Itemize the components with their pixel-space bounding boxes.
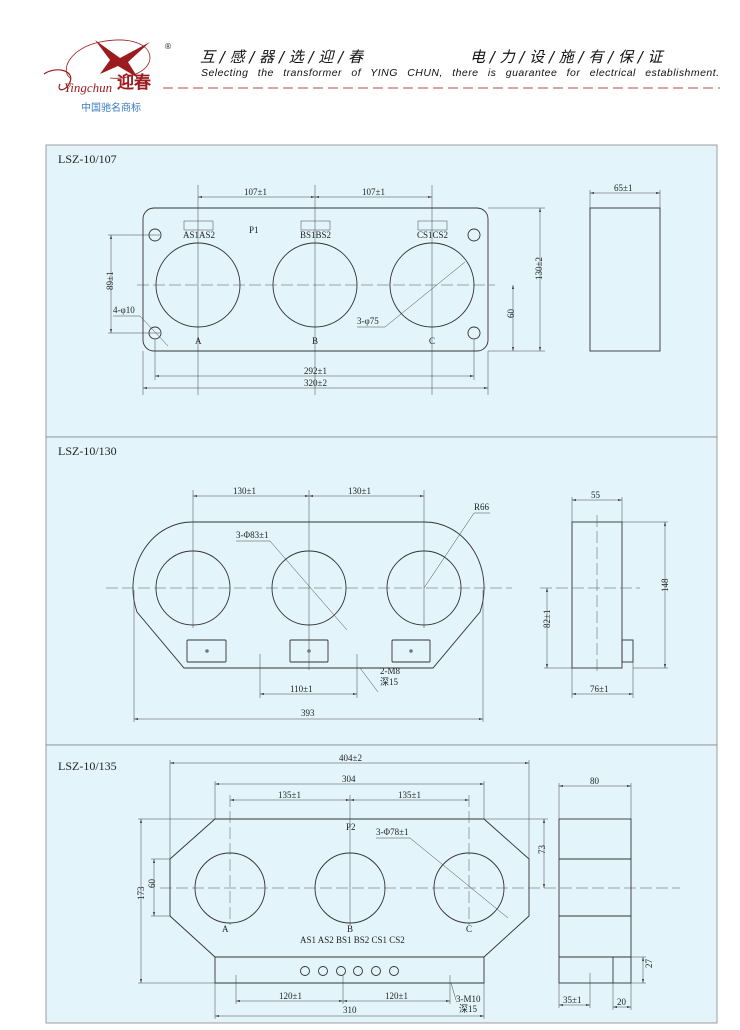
header: Yingchun 迎春 ® 互 / 感 / 器 / 选 / 迎 / 春 电 / … bbox=[43, 39, 720, 114]
panel-lsz-10-130: LSZ-10/130 130±1 130±1 3-Φ83±1 R66 110±1… bbox=[45, 436, 718, 746]
dim-pitch-right: 135±1 bbox=[398, 790, 421, 800]
dim-thread-depth: 深15 bbox=[380, 677, 399, 687]
dim-base-depth: 35±1 bbox=[563, 995, 581, 1005]
dim-thread-right: 120±1 bbox=[385, 991, 408, 1001]
side-view bbox=[558, 818, 632, 984]
dim-height: 130±2 bbox=[534, 257, 544, 280]
dim-pitch-left: 135±1 bbox=[278, 790, 301, 800]
phase-b-label: B bbox=[312, 336, 318, 346]
dim-center-height: 82±1 bbox=[542, 610, 552, 628]
phase-a-label: A bbox=[195, 336, 202, 346]
aperture-b bbox=[314, 852, 386, 924]
panel-lsz-10-107: LSZ-10/107 AS1AS2 BS1BS2 CS1CS2 P1 A B C… bbox=[45, 144, 718, 438]
dim-thread-depth: 深15 bbox=[459, 1004, 478, 1014]
terminal-label-c: CS1CS2 bbox=[417, 230, 448, 240]
terminal-label-a: AS1AS2 bbox=[183, 230, 215, 240]
dim-apertures: 3-φ75 bbox=[357, 316, 379, 326]
side-view bbox=[589, 207, 661, 352]
dim-depth: 80 bbox=[590, 776, 600, 786]
svg-text:Yingchun: Yingchun bbox=[64, 80, 112, 95]
dim-thread: 2-M8 bbox=[380, 666, 400, 676]
aperture-c bbox=[433, 852, 505, 924]
dim-depth: 55 bbox=[591, 490, 601, 500]
aperture-a bbox=[194, 852, 266, 924]
dim-depth-total: 76±1 bbox=[590, 684, 608, 694]
aperture-b bbox=[271, 550, 347, 626]
svg-text:迎春: 迎春 bbox=[117, 72, 151, 93]
dim-width: 393 bbox=[301, 708, 315, 718]
dim-hole-spacing: 292±1 bbox=[304, 366, 327, 376]
dim-width: 404±2 bbox=[339, 753, 362, 763]
dim-apertures: 3-Φ83±1 bbox=[236, 530, 269, 540]
aperture-c bbox=[389, 242, 475, 328]
aperture-b bbox=[272, 242, 358, 328]
panel-lsz-10-135: LSZ-10/135 P2 A B C AS1 AS2 BS1 BS2 CS1 … bbox=[45, 744, 718, 1024]
dim-side-height: 60 bbox=[147, 879, 157, 889]
dim-pitch-left: 107±1 bbox=[244, 187, 267, 197]
slogan-cn-left: 互 / 感 / 器 / 选 / 迎 / 春 bbox=[200, 48, 365, 66]
dim-step: 20 bbox=[617, 997, 627, 1007]
dim-half-height: 60 bbox=[506, 309, 516, 319]
dim-height-holes: 89±1 bbox=[105, 272, 115, 290]
phase-c-label: C bbox=[466, 924, 472, 934]
dim-thread-spacing: 110±1 bbox=[290, 684, 313, 694]
dim-pitch-right: 130±1 bbox=[348, 486, 371, 496]
dim-base-width: 310 bbox=[343, 1005, 357, 1015]
p1-label: P1 bbox=[249, 225, 259, 235]
p2-label: P2 bbox=[346, 822, 356, 832]
aperture-a bbox=[155, 242, 241, 328]
dim-mount-holes: 4-φ10 bbox=[113, 305, 135, 315]
front-plate bbox=[142, 207, 489, 352]
aperture-c bbox=[386, 550, 462, 626]
phase-b-label: B bbox=[347, 924, 353, 934]
front-body bbox=[132, 521, 485, 669]
dim-width: 320±2 bbox=[304, 378, 327, 388]
slogan-cn-right: 电 / 力 / 设 / 施 / 有 / 保 / 证 bbox=[470, 48, 665, 66]
panel-title: LSZ-10/130 bbox=[58, 444, 117, 458]
dim-pitch-left: 130±1 bbox=[233, 486, 256, 496]
brand-tagline: 中国驰名商标 bbox=[81, 101, 141, 114]
aperture-a bbox=[155, 550, 231, 626]
slogan-en: Selecting the transformer of YING CHUN, … bbox=[201, 67, 719, 79]
dim-thread-left: 120±1 bbox=[279, 991, 302, 1001]
dim-upper-height: 73 bbox=[537, 845, 547, 855]
dim-apertures: 3-Φ78±1 bbox=[376, 827, 409, 837]
dim-radius: R66 bbox=[474, 502, 490, 512]
terminal-labels: AS1 AS2 BS1 BS2 CS1 CS2 bbox=[300, 935, 405, 945]
dim-thread: 3-M10 bbox=[456, 994, 481, 1004]
dim-top-width: 304 bbox=[342, 774, 356, 784]
dim-height: 173 bbox=[136, 886, 146, 900]
dim-base-height: 27 bbox=[644, 959, 654, 969]
phase-c-label: C bbox=[429, 336, 435, 346]
registered-mark: ® bbox=[164, 42, 172, 51]
dim-pitch-right: 107±1 bbox=[362, 187, 385, 197]
phase-a-label: A bbox=[222, 924, 229, 934]
dim-height: 148 bbox=[660, 578, 670, 592]
dim-depth: 65±1 bbox=[614, 183, 632, 193]
yingchun-logo: Yingchun 迎春 bbox=[43, 39, 151, 95]
panel-title: LSZ-10/107 bbox=[58, 152, 117, 166]
terminal-label-b: BS1BS2 bbox=[300, 230, 331, 240]
panel-title: LSZ-10/135 bbox=[58, 759, 117, 773]
